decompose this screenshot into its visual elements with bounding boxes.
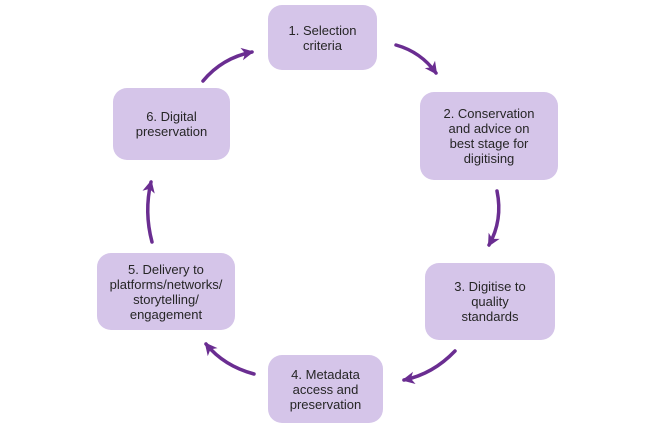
- step-3-label: 3. Digitise to quality standards: [454, 279, 526, 324]
- arrow-5-to-6: [142, 179, 155, 244]
- step-2-box: 2. Conservation and advice on best stage…: [420, 92, 558, 180]
- step-2-label: 2. Conservation and advice on best stage…: [443, 106, 535, 166]
- step-1-box: 1. Selection criteria: [268, 5, 377, 70]
- step-1-label: 1. Selection criteria: [288, 22, 357, 53]
- step-3-box: 3. Digitise to quality standards: [425, 263, 555, 340]
- arrow-4-to-5: [204, 342, 256, 376]
- step-6-label: 6. Digital preservation: [135, 109, 208, 139]
- arrow-6-to-1: [201, 47, 255, 83]
- step-5-label: 5. Delivery to platforms/networks/ story…: [109, 261, 223, 322]
- step-5-box: 5. Delivery to platforms/networks/ story…: [97, 253, 235, 330]
- arrow-3-to-4: [401, 349, 457, 385]
- arrow-2-to-3: [487, 189, 501, 247]
- arrow-1-to-2: [394, 43, 438, 75]
- step-6-box: 6. Digital preservation: [113, 88, 230, 160]
- step-4-label: 4. Metadata access and preservation: [289, 366, 362, 412]
- step-4-box: 4. Metadata access and preservation: [268, 355, 383, 423]
